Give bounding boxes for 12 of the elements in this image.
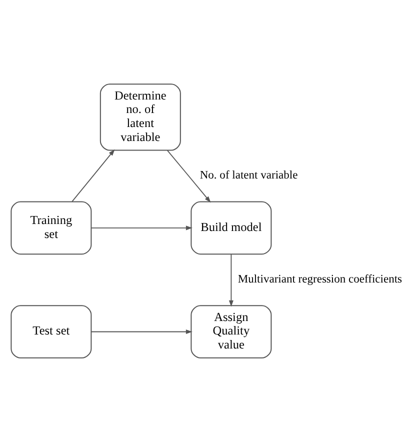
arrow (228, 253, 234, 306)
node-box: Determine no. of latent variable (100, 83, 181, 150)
arrow (90, 329, 192, 334)
edge-label: Multivariant regression coefficients (238, 273, 402, 286)
node-box: Test set (10, 304, 92, 358)
edge-label: No. of latent variable (200, 169, 298, 182)
node-box: Build model (190, 200, 272, 254)
node-box: Training set (10, 200, 92, 254)
arrow (166, 149, 211, 202)
node-box: Assign Quality value (190, 304, 272, 358)
arrow (90, 225, 192, 230)
arrow (72, 148, 115, 202)
